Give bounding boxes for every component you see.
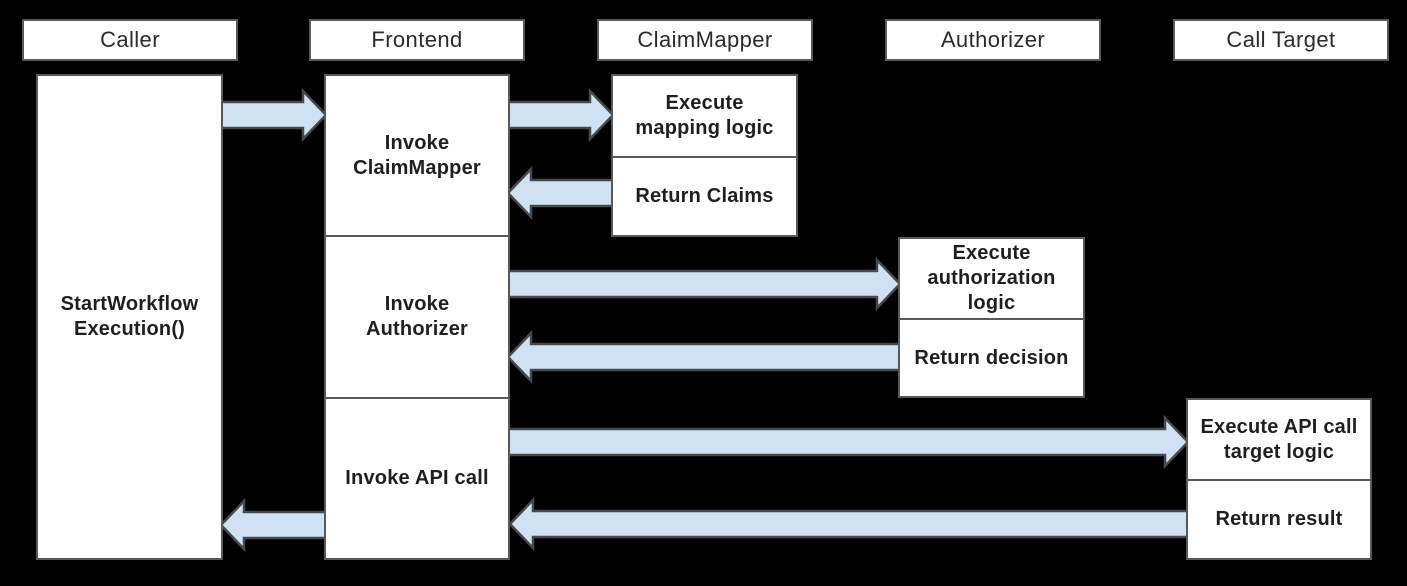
arrow-frontend-to-caller [219, 497, 328, 553]
calltarget-step-return-result: Return result [1188, 479, 1370, 558]
frontend-step-invoke-api-call: Invoke API call [326, 396, 508, 558]
claimmapper-step-return-claims: Return Claims [613, 156, 796, 235]
frontend-activation-box: Invoke ClaimMapper Invoke Authorizer Inv… [324, 74, 510, 560]
calltarget-activation-box: Execute API call target logic Return res… [1186, 398, 1372, 560]
authorizer-activation-box: Execute authorization logic Return decis… [898, 237, 1085, 398]
frontend-step-invoke-claimmapper: Invoke ClaimMapper [353, 131, 481, 179]
authorizer-step-return-decision: Return decision [900, 318, 1083, 396]
arrow-frontend-to-authorizer [506, 256, 902, 312]
actor-header-authorizer: Authorizer [885, 19, 1101, 61]
actor-header-calltarget: Call Target [1173, 19, 1389, 61]
arrow-calltarget-to-frontend [508, 496, 1191, 552]
arrow-authorizer-to-frontend [506, 329, 903, 385]
caller-action-label: StartWorkflow Execution() [60, 293, 199, 340]
claimmapper-activation-box: Execute mapping logic Return Claims [611, 74, 798, 237]
arrow-claimmapper-to-frontend [506, 165, 617, 221]
arrow-caller-to-frontend [219, 87, 328, 143]
actor-header-caller: Caller [22, 19, 238, 61]
frontend-step-invoke-authorizer: Invoke Authorizer [326, 235, 508, 396]
caller-activation-box: StartWorkflow Execution() [36, 74, 223, 560]
authorizer-step-execute-authorization-logic: Execute authorization logic [927, 242, 1056, 314]
calltarget-step-execute-api-call-target-logic: Execute API call target logic [1200, 415, 1358, 463]
actor-header-frontend: Frontend [309, 19, 525, 61]
arrow-frontend-to-claimmapper [506, 87, 615, 143]
claimmapper-step-execute-mapping-logic: Execute mapping logic [635, 92, 774, 139]
actor-header-claimmapper: ClaimMapper [597, 19, 813, 61]
arrow-frontend-to-calltarget [506, 414, 1190, 470]
